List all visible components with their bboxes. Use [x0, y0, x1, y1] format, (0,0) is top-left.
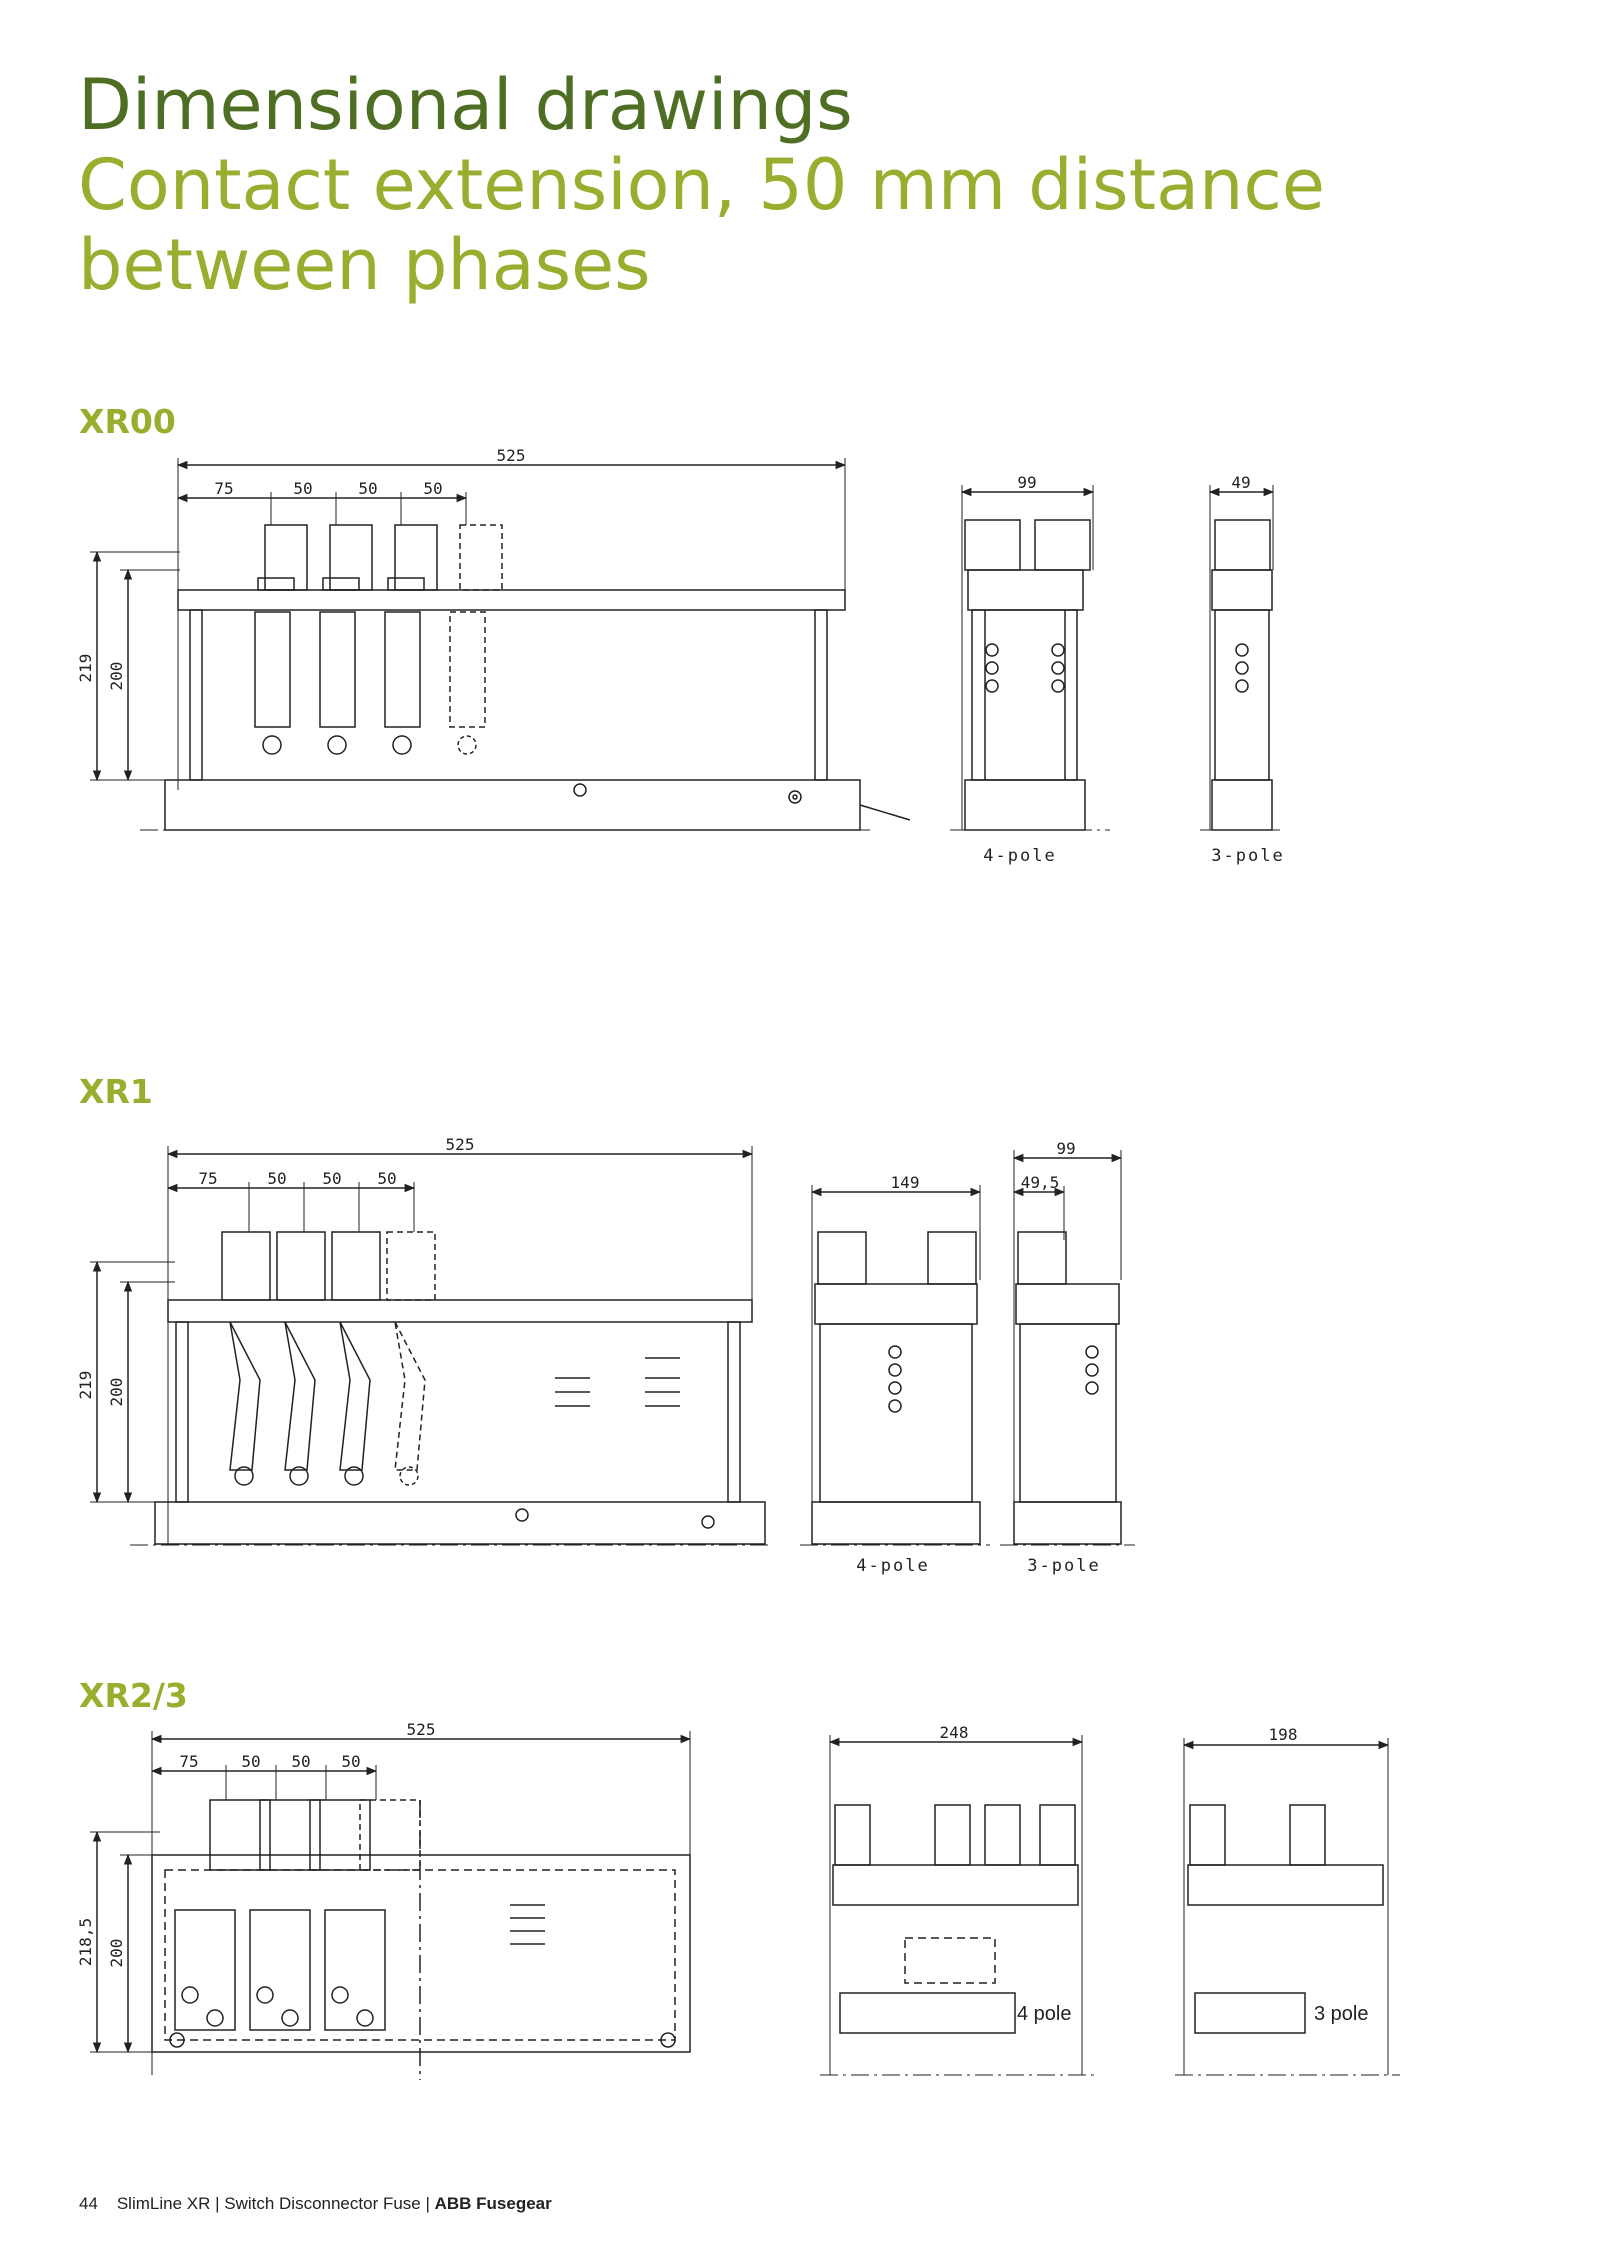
xr00-dim-width-3pole: 49	[1231, 473, 1250, 492]
page-title: Dimensional drawings	[78, 64, 853, 146]
xr00-dim-width-4pole: 99	[1017, 473, 1036, 492]
xr1-dim-overall: 525	[446, 1135, 475, 1154]
xr00-front-view: 525 75 50 50 50 219 200	[76, 446, 911, 831]
xr1-caption-3pole: 3-pole	[1027, 1556, 1100, 1576]
xr1-dim-first: 75	[198, 1169, 217, 1188]
xr00-caption-4pole: 4-pole	[983, 846, 1056, 866]
xr23-dim-height-inner: 200	[107, 1939, 126, 1968]
xr00-dim-pitch2: 50	[358, 479, 377, 498]
section-label-xr23: XR2/3	[79, 1676, 188, 1715]
xr23-caption-4pole: 4 pole	[1017, 2003, 1072, 2025]
xr23-dim-pitch2: 50	[291, 1752, 310, 1771]
xr23-dim-height-outer: 218,5	[76, 1918, 95, 1966]
xr1-dim-pitch3: 50	[377, 1169, 396, 1188]
xr00-dim-first: 75	[214, 479, 233, 498]
page-subtitle-line2: between phases	[78, 224, 651, 306]
xr23-dim-pitch1: 50	[241, 1752, 260, 1771]
xr23-dim-width-4pole: 248	[940, 1723, 969, 1742]
xr23-side-4pole: 248 4 pole	[820, 1723, 1095, 2076]
xr00-dim-overall: 525	[497, 446, 526, 465]
xr1-dim-width-4pole: 149	[891, 1173, 920, 1192]
xr1-dim-width-3pole-outer: 99	[1056, 1139, 1075, 1158]
xr1-dim-pitch1: 50	[267, 1169, 286, 1188]
xr00-dim-pitch3: 50	[423, 479, 442, 498]
xr23-dim-width-3pole: 198	[1269, 1725, 1298, 1744]
footer-brand: ABB Fusegear	[434, 2194, 552, 2213]
xr1-front-view: 525 75 50 50 50 219 200	[76, 1135, 770, 1546]
xr00-dim-pitch1: 50	[293, 479, 312, 498]
xr00-caption-3pole: 3-pole	[1211, 846, 1284, 866]
xr00-dim-height-inner: 200	[107, 662, 126, 691]
xr23-dim-pitch3: 50	[341, 1752, 360, 1771]
footer-page-number: 44	[79, 2194, 98, 2213]
xr23-side-3pole: 198 3 pole	[1175, 1725, 1400, 2076]
xr1-caption-4pole: 4-pole	[856, 1556, 929, 1576]
xr23-dim-first: 75	[179, 1752, 198, 1771]
xr00-side-4pole: 99 4-pole	[950, 473, 1110, 866]
xr23-front-view: 525 75 50 50 50 218,5 200	[76, 1720, 692, 2080]
xr1-dim-width-3pole-inner: 49,5	[1021, 1173, 1060, 1192]
xr1-dim-pitch2: 50	[322, 1169, 341, 1188]
xr1-dim-height-outer: 219	[76, 1371, 95, 1400]
xr23-caption-3pole: 3 pole	[1314, 2003, 1369, 2025]
page-footer: 44 SlimLine XR | Switch Disconnector Fus…	[79, 2194, 552, 2214]
xr00-side-3pole: 49 3-pole	[1200, 473, 1285, 866]
page-subtitle-line1: Contact extension, 50 mm distance	[78, 144, 1325, 226]
xr1-side-4pole: 149 4-pole	[800, 1173, 990, 1576]
xr23-dim-overall: 525	[407, 1720, 436, 1739]
footer-product: SlimLine XR | Switch Disconnector Fuse |	[116, 2194, 435, 2213]
xr00-dim-height-outer: 219	[76, 654, 95, 683]
xr1-dim-height-inner: 200	[107, 1378, 126, 1407]
section-label-xr00: XR00	[79, 402, 176, 441]
xr1-side-3pole: 99 49,5 3-pole	[1000, 1139, 1135, 1576]
section-label-xr1: XR1	[79, 1072, 153, 1111]
